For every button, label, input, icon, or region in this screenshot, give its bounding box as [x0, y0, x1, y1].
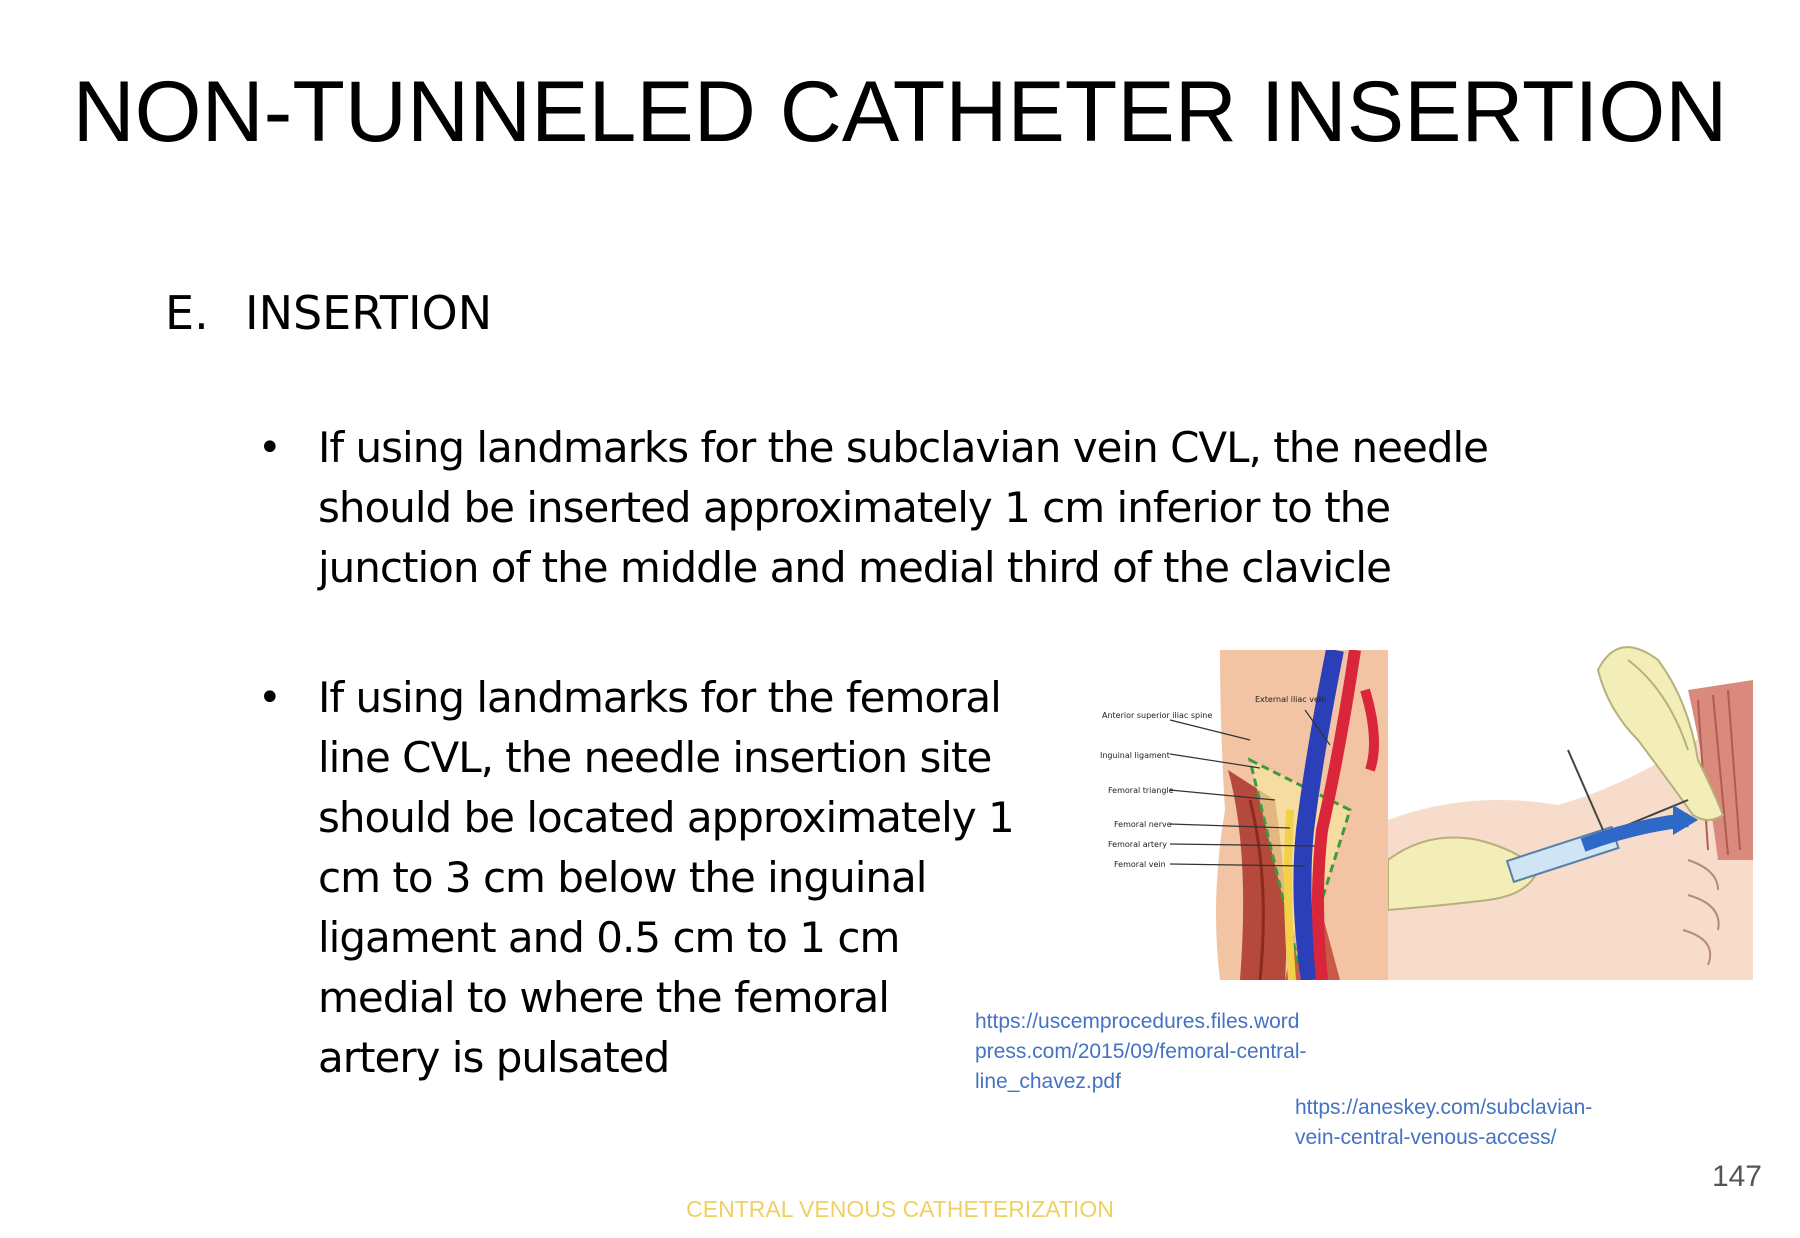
source-link-femoral[interactable]: https://uscemprocedures.files.word press… — [975, 1007, 1306, 1097]
label-femoral-triangle: Femoral triangle — [1108, 786, 1174, 795]
femoral-anatomy-image: Anterior superior iliac spine Inguinal l… — [1100, 650, 1390, 980]
label-femoral-nerve: Femoral nerve — [1114, 820, 1172, 829]
slide-footer: CENTRAL VENOUS CATHETERIZATION — [686, 1196, 1114, 1222]
bullet-line: cm to 3 cm below the inguinal — [318, 853, 927, 902]
section-number: E. — [165, 286, 209, 340]
bullet-line: junction of the middle and medial third … — [318, 543, 1392, 592]
section-heading: E. INSERTION — [165, 285, 492, 341]
source-link-subclavian[interactable]: https://aneskey.com/subclavian- vein-cen… — [1295, 1093, 1592, 1153]
link-line[interactable]: press.com/2015/09/femoral-central- — [975, 1040, 1307, 1063]
bullet-symbol: • — [258, 425, 282, 471]
section-label: INSERTION — [245, 286, 493, 340]
link-line[interactable]: line_chavez.pdf — [975, 1070, 1121, 1093]
label-femoral-artery: Femoral artery — [1108, 840, 1167, 849]
link-line[interactable]: vein-central-venous-access/ — [1295, 1126, 1557, 1149]
slide-title: NON-TUNNELED CATHETER INSERTION — [72, 64, 1728, 160]
bullet-line: medial to where the femoral — [318, 973, 890, 1022]
bullet-line: If using landmarks for the subclavian ve… — [318, 423, 1489, 472]
subclavian-insertion-image — [1388, 630, 1753, 980]
label-inguinal-ligament: Inguinal ligament — [1100, 751, 1170, 760]
page-number: 147 — [1711, 1160, 1762, 1193]
bullet-line: ligament and 0.5 cm to 1 cm — [318, 913, 900, 962]
label-femoral-vein: Femoral vein — [1114, 860, 1166, 869]
bullet-symbol: • — [258, 675, 282, 721]
link-line[interactable]: https://uscemprocedures.files.word — [975, 1010, 1300, 1033]
link-line[interactable]: https://aneskey.com/subclavian- — [1295, 1096, 1593, 1119]
bullet-line: If using landmarks for the femoral — [318, 673, 1002, 722]
bullet-line: artery is pulsated — [318, 1033, 670, 1082]
label-external-iliac-vein: External iliac vein — [1255, 695, 1326, 704]
bullet-subclavian: • If using landmarks for the subclavian … — [258, 418, 1489, 598]
bullet-line: line CVL, the needle insertion site — [318, 733, 992, 782]
label-asis: Anterior superior iliac spine — [1102, 711, 1212, 720]
bullet-line: should be inserted approximately 1 cm in… — [318, 483, 1391, 532]
bullet-femoral: • If using landmarks for the femoral lin… — [258, 668, 1015, 1088]
bullet-line: should be located approximately 1 — [318, 793, 1015, 842]
